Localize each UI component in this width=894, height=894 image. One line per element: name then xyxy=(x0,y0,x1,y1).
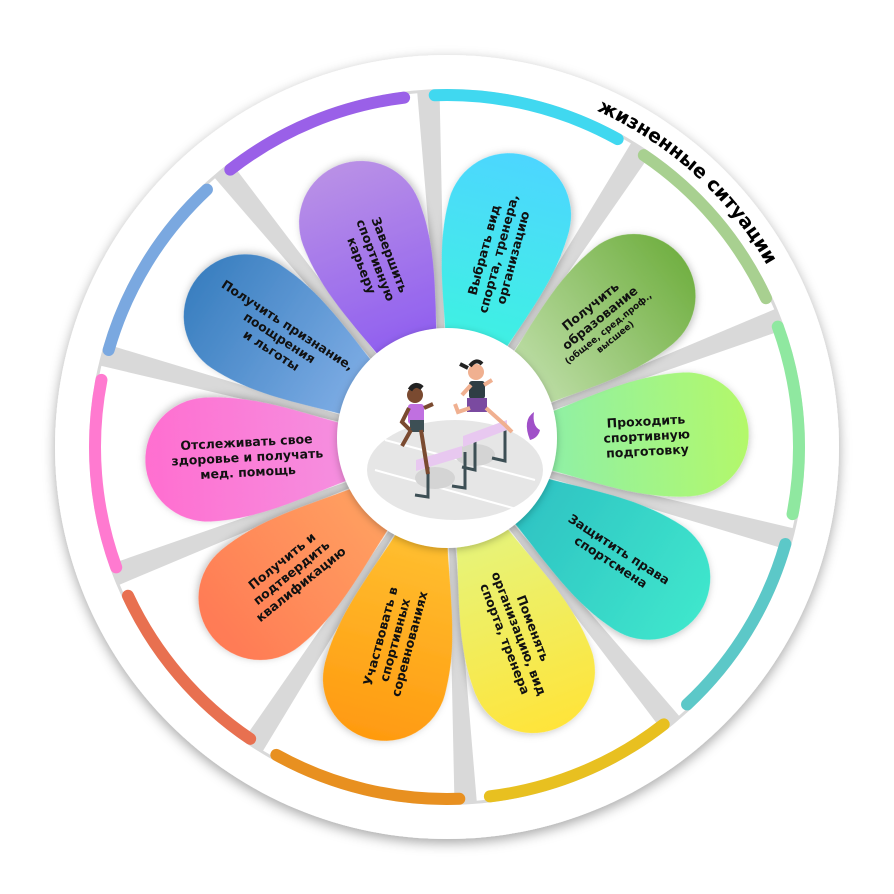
segment-petal[interactable] xyxy=(423,513,613,751)
petal-shape xyxy=(299,161,438,368)
hurdles-illustration xyxy=(367,359,543,520)
segment-arc xyxy=(637,149,773,305)
center-circle xyxy=(337,328,557,548)
petal-shape xyxy=(540,372,749,497)
segment-petal[interactable] xyxy=(160,231,401,448)
segment-petal[interactable] xyxy=(493,447,734,664)
petal-shape xyxy=(198,486,390,660)
segment-petal[interactable] xyxy=(281,143,471,381)
segment-label-line: спортивную xyxy=(603,426,690,446)
segment-arc xyxy=(89,373,123,574)
segment-arc xyxy=(428,89,624,146)
segment-label-line: мед. помощь xyxy=(200,462,296,482)
segment-arc xyxy=(224,91,411,176)
petal-shape xyxy=(322,532,453,741)
segment-arc xyxy=(102,183,213,356)
petal-shape xyxy=(183,254,382,418)
segment-petal[interactable] xyxy=(482,209,721,436)
petal-shape xyxy=(145,397,354,522)
segment-arc xyxy=(121,589,257,745)
segment-label-line: Проходить xyxy=(606,412,685,431)
segment-petal[interactable] xyxy=(539,369,752,504)
segment-petal[interactable] xyxy=(309,523,482,755)
segment-arcs xyxy=(89,89,805,805)
petal-shape xyxy=(504,234,696,408)
segment-arc xyxy=(270,748,466,805)
petal-shape xyxy=(456,526,595,733)
segment-arc xyxy=(483,718,670,803)
petal-shape xyxy=(512,476,711,640)
segment-label-line: Отслеживать свое xyxy=(180,431,313,453)
segment-petal[interactable] xyxy=(412,139,585,371)
segment-petal[interactable] xyxy=(142,390,355,525)
segment-petal[interactable] xyxy=(173,459,412,686)
segment-arc xyxy=(771,320,805,521)
petal-shape xyxy=(441,153,572,362)
segment-label-line: подготовку xyxy=(606,441,689,460)
segment-arc xyxy=(681,538,792,711)
